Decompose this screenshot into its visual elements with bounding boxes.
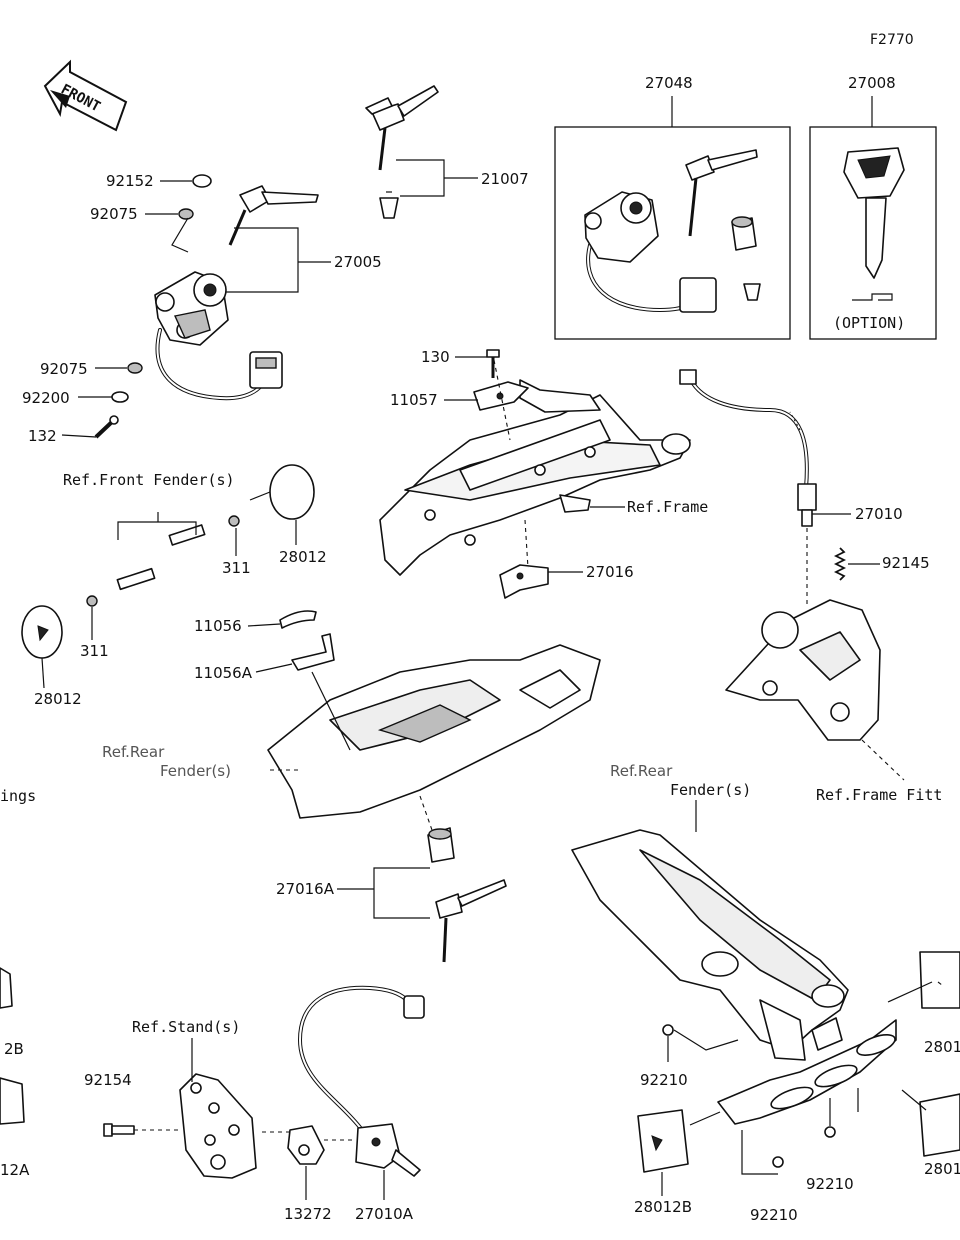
switch-27010A <box>297 985 425 1177</box>
label-27010A: 27010A <box>355 1205 414 1223</box>
option-label: (OPTION) <box>833 314 905 332</box>
frame-fitting-ref-drawing <box>725 599 881 741</box>
ref-rear-fender-top: Ref.Rear <box>610 762 673 780</box>
rear-fender-ref-drawing <box>571 829 849 1061</box>
box-27008 <box>809 126 937 340</box>
ref-frame: Ref.Frame <box>627 498 708 516</box>
rear-cowl-ref-drawing <box>267 644 601 819</box>
label-2B-left: 2B <box>4 1040 24 1058</box>
washer-92152 <box>192 174 212 188</box>
key-set-21007 <box>365 85 439 219</box>
label-92200: 92200 <box>22 389 70 407</box>
nut-92210-a <box>662 1024 674 1036</box>
option-key-27008 <box>843 147 905 301</box>
bolt-130 <box>486 349 500 378</box>
nut-92210-b <box>772 1156 784 1168</box>
ref-stand: Ref.Stand(s) <box>132 1018 240 1036</box>
figure-code: F2770 <box>870 32 914 48</box>
nut-92210-c <box>824 1126 836 1138</box>
washer-92075-lower <box>127 362 143 374</box>
ref-frame-fittings: Ref.Frame Fitt <box>816 786 942 804</box>
label-92210-c: 92210 <box>806 1175 854 1193</box>
label-92152: 92152 <box>106 172 154 190</box>
key-cylinder-set-27048 <box>584 149 761 313</box>
reflector-right-upper <box>919 951 960 1009</box>
ignition-switch-27005 <box>154 271 283 401</box>
stand-ref-drawing <box>179 1073 257 1179</box>
key-icon <box>228 185 319 246</box>
label-92075-upper: 92075 <box>90 205 138 223</box>
label-2801-lower: 2801 <box>924 1160 960 1178</box>
washer-92075-upper <box>178 208 194 220</box>
label-28012-left: 28012 <box>34 690 82 708</box>
reflector-28012-right <box>249 464 315 520</box>
label-13272: 13272 <box>284 1205 332 1223</box>
label-28012B: 28012B <box>634 1198 692 1216</box>
bolt-132 <box>94 415 119 439</box>
label-311-lower: 311 <box>80 642 109 660</box>
bolt-92154 <box>103 1123 135 1137</box>
label-130: 130 <box>421 348 450 366</box>
label-27016A: 27016A <box>276 880 335 898</box>
ref-rear-fender-bottom: Fender(s) <box>670 781 751 799</box>
bracket-27016 <box>499 564 549 599</box>
label-27005: 27005 <box>334 253 382 271</box>
label-92145: 92145 <box>882 554 930 572</box>
label-92210-b: 92210 <box>750 1206 798 1224</box>
rear-cowl-ref-2: Fender(s) <box>160 762 231 780</box>
bracket-11057 <box>473 381 529 411</box>
washer-92200 <box>111 391 129 403</box>
label-21007: 21007 <box>481 170 529 188</box>
ref-left-cut: ings <box>0 787 36 805</box>
label-27010: 27010 <box>855 505 903 523</box>
frame-ref-drawing <box>379 379 691 576</box>
front-arrow-icon: FRONT <box>43 59 128 132</box>
label-27008: 27008 <box>848 74 896 92</box>
license-bracket <box>717 1017 897 1125</box>
label-28012-right: 28012 <box>279 548 327 566</box>
label-27048: 27048 <box>645 74 693 92</box>
spring-11056 <box>279 610 317 629</box>
spring-11056A <box>291 633 335 671</box>
rear-cowl-ref-1: Ref.Rear <box>102 743 165 761</box>
label-2801-upper: 2801 <box>924 1038 960 1056</box>
key-set-27016A <box>427 827 507 963</box>
label-27016: 27016 <box>586 563 634 581</box>
label-92075-lower: 92075 <box>40 360 88 378</box>
ref-front-fender: Ref.Front Fender(s) <box>63 471 235 489</box>
label-11056: 11056 <box>194 617 242 635</box>
label-132: 132 <box>28 427 57 445</box>
reflector-28012B <box>637 1109 689 1173</box>
label-12A-left: 12A <box>0 1161 30 1179</box>
bolt-assembly-front-fender <box>86 515 240 607</box>
label-11056A: 11056A <box>194 664 253 682</box>
label-92154: 92154 <box>84 1071 132 1089</box>
reflector-right-lower <box>919 1093 960 1157</box>
reflector-28012-left <box>21 605 63 659</box>
switch-27010 <box>679 369 817 527</box>
label-311-upper: 311 <box>222 559 251 577</box>
plate-13272 <box>287 1125 325 1165</box>
label-92210-a: 92210 <box>640 1071 688 1089</box>
reflector-left-lower-cut <box>0 1077 25 1125</box>
label-11057: 11057 <box>390 391 438 409</box>
reflector-left-upper-cut <box>0 967 13 1009</box>
spring-92145 <box>833 547 847 581</box>
